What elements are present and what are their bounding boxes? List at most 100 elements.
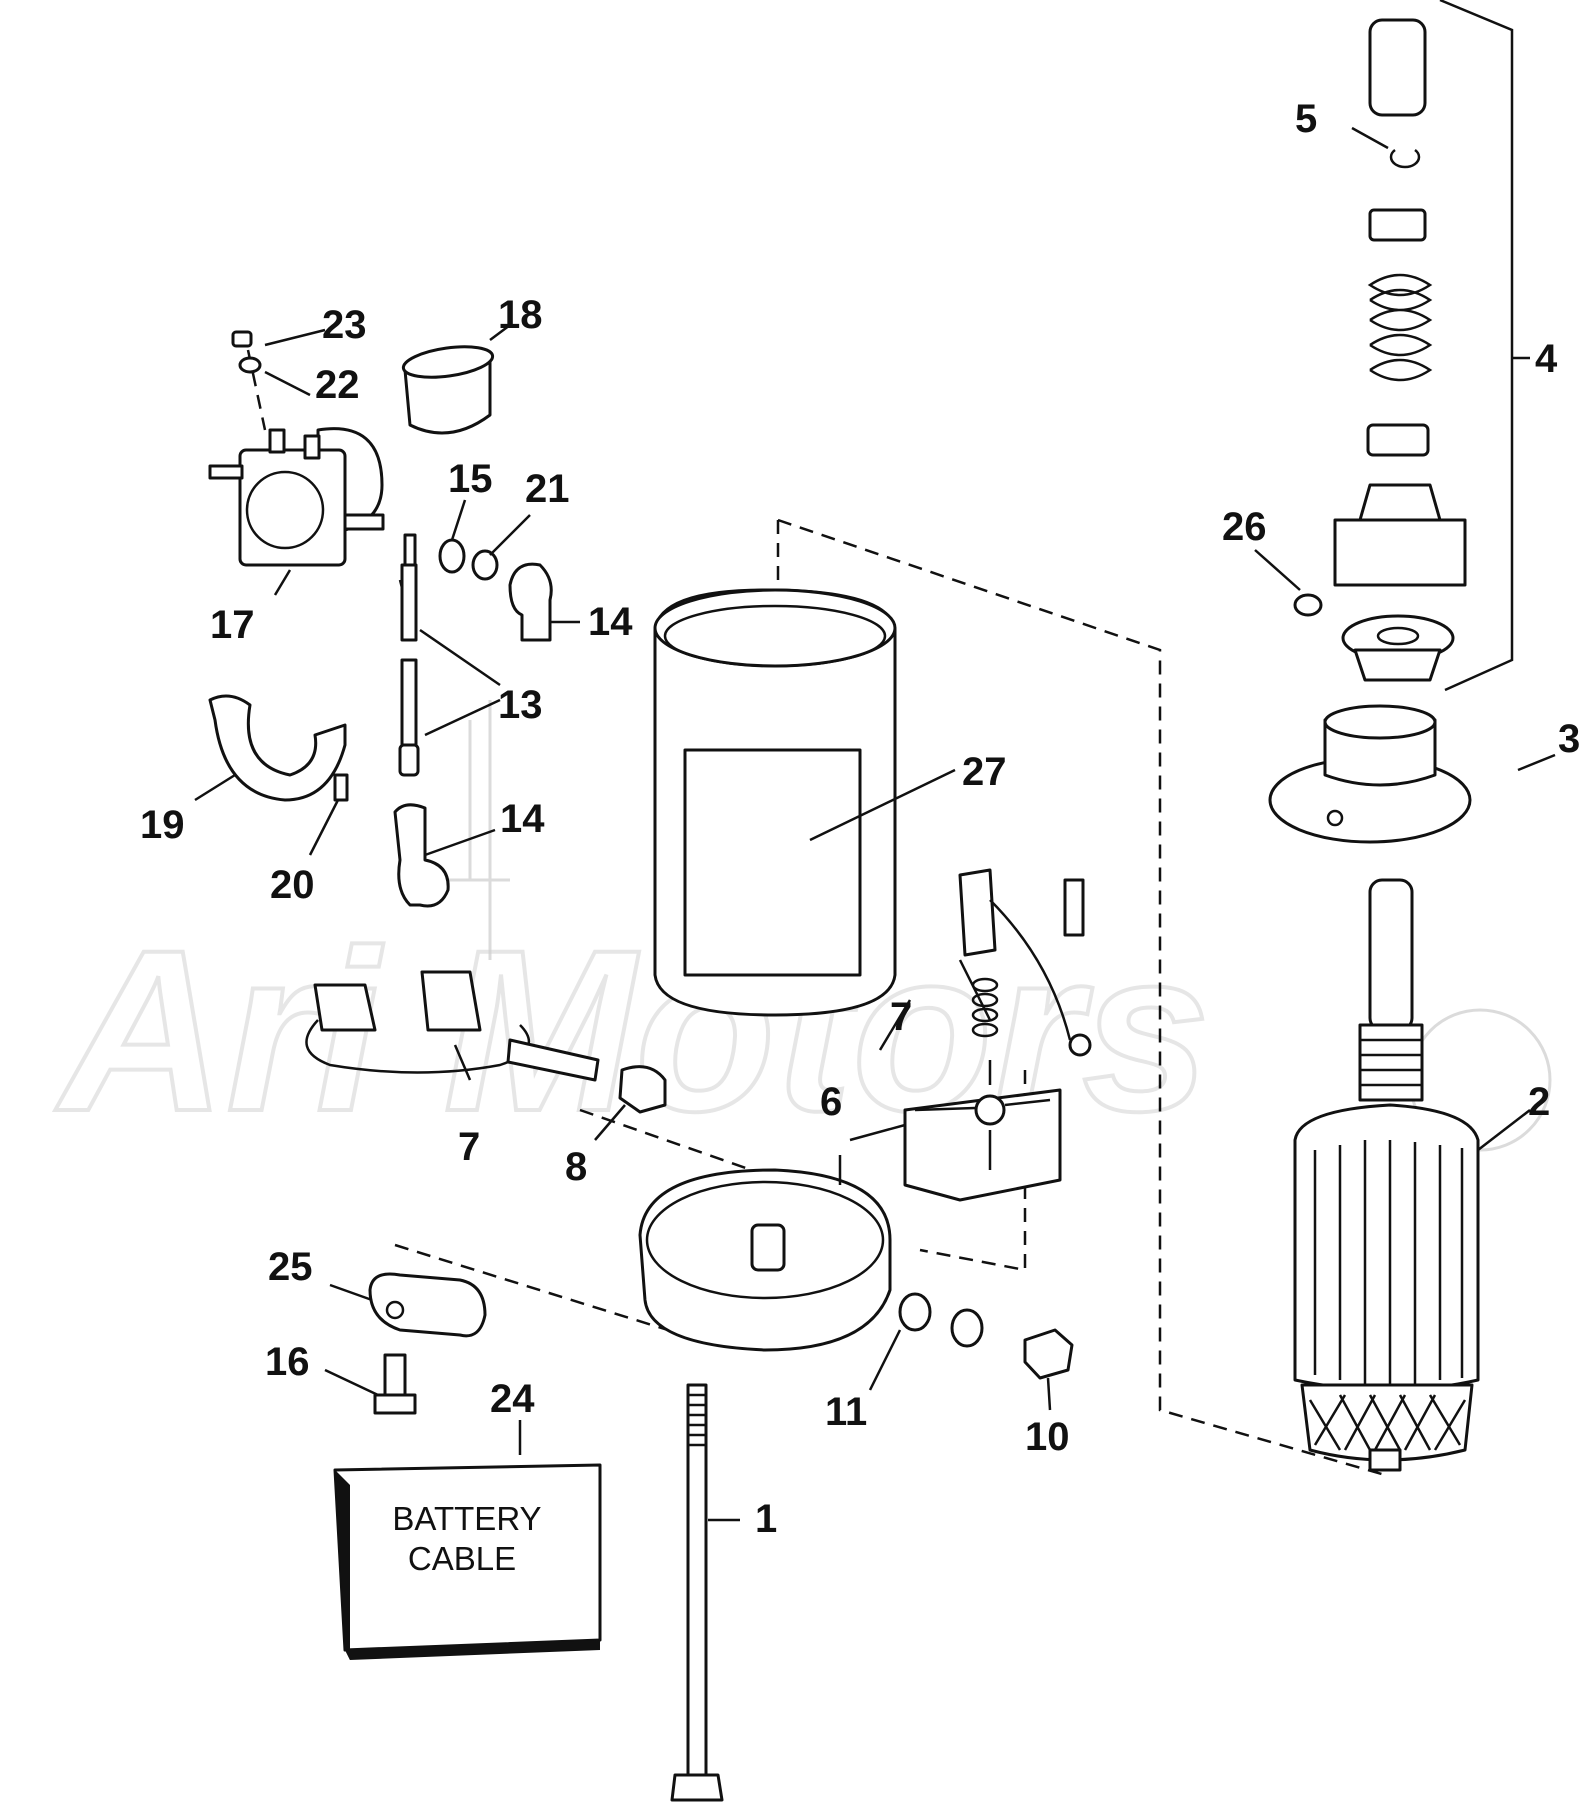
leader-22 (264, 370, 311, 397)
leader-23 (264, 328, 326, 347)
leader-7-right (878, 999, 912, 1051)
part-6-brush-holder (903, 1060, 1062, 1202)
leader-13-b (424, 698, 501, 737)
battery-cable-line-2: CABLE (408, 1540, 516, 1577)
leader-16 (324, 1368, 379, 1397)
leader-7-left (453, 1044, 472, 1081)
callout-27: 27 (962, 750, 1007, 794)
leader-20 (308, 799, 340, 856)
part-22-lockwasher (238, 356, 262, 374)
part-25-hole (385, 1300, 405, 1320)
callout-14-lower: 14 (500, 797, 545, 841)
solenoid-body (238, 448, 347, 567)
leader-25 (329, 1283, 373, 1302)
commutator-end-frame (638, 1168, 892, 1352)
leader-19 (194, 773, 236, 802)
part-16-screw-head (373, 1393, 417, 1415)
brush-spring-4 (971, 1022, 999, 1038)
part-18-boot (401, 345, 495, 435)
boot-top (401, 345, 495, 379)
solenoid-terminal-left (208, 464, 244, 480)
watermark-tower-icon (440, 700, 510, 960)
drive-washer-hole (1376, 626, 1420, 646)
part-11-washer-a (898, 1292, 932, 1332)
part-26-nut (1293, 593, 1323, 617)
callout-1: 1 (755, 1497, 777, 1541)
armature-commutator-windings (1308, 1394, 1467, 1451)
callout-11: 11 (825, 1390, 867, 1434)
leader-6 (849, 1123, 906, 1142)
brush-spring-2 (971, 992, 999, 1008)
end-frame-boss (750, 1223, 786, 1272)
callout-21: 21 (525, 467, 570, 511)
part-21-nut (471, 549, 499, 581)
part-27-frame (653, 588, 897, 1017)
part-7-brush-lead (305, 970, 600, 1082)
armature-shaft (1368, 878, 1414, 1032)
part-1-through-bolt (670, 1383, 724, 1802)
brush-right-terminal (1068, 1033, 1092, 1057)
solenoid-cover (245, 470, 325, 550)
end-cap-bore (1323, 704, 1437, 740)
part-13-cable (398, 533, 420, 777)
dashed-assembly-line-clamp (394, 1243, 701, 1342)
leader-2 (1477, 1109, 1531, 1151)
leader-15 (450, 499, 467, 541)
drive-pinion-body (1333, 518, 1467, 587)
brush-holder-slots (914, 1060, 1051, 1170)
cable-ring-top (403, 533, 417, 567)
part-10-nut (1023, 1328, 1074, 1380)
callout-6: 6 (820, 1080, 842, 1124)
part-20-screw (333, 773, 349, 802)
leader-11 (868, 1329, 902, 1391)
callout-2: 2 (1528, 1080, 1550, 1124)
part-23-nut (231, 330, 253, 348)
armature-laminations (1313, 1140, 1464, 1385)
part-2-armature (1293, 878, 1480, 1472)
frame-label-plate (683, 748, 862, 977)
leader-13-a (419, 628, 501, 687)
callout-5: 5 (1295, 97, 1317, 141)
leader-21 (489, 514, 531, 556)
brush-holder-plate (903, 1088, 1062, 1202)
callout-18: 18 (498, 293, 543, 337)
callout-15: 15 (448, 457, 493, 501)
cable-lower (400, 658, 418, 747)
part-8-insulator (618, 1065, 667, 1114)
callout-3: 3 (1558, 717, 1580, 761)
leader-10 (1046, 1377, 1052, 1411)
leader-5 (1351, 126, 1389, 150)
solenoid-stud-b (303, 434, 321, 460)
callout-23: 23 (322, 303, 367, 347)
part-16-screw-shank (383, 1353, 407, 1397)
leader-3 (1517, 753, 1556, 772)
cable-ring-bottom (398, 743, 420, 777)
brush-right (958, 868, 997, 957)
leader-lines (194, 126, 1556, 1522)
end-cap-hole (1326, 809, 1344, 827)
part-25-clamp (368, 1272, 487, 1338)
leader-7-right-b (958, 959, 992, 1021)
leader-14-lower (424, 828, 496, 857)
armature-helix (1358, 1023, 1424, 1102)
callout-10: 10 (1025, 1415, 1070, 1459)
brush-right-screw (1063, 878, 1085, 937)
drive-cap (1368, 18, 1427, 117)
battery-cable-box-bottom (345, 1640, 600, 1660)
drive-collar (1368, 208, 1427, 242)
leader-17 (273, 569, 292, 596)
callout-4: 4 (1535, 337, 1558, 381)
solenoid-terminal-right (343, 513, 385, 531)
callout-7-left: 7 (458, 1125, 480, 1169)
part-14-boot-upper (508, 562, 553, 642)
part-11-washer-b (950, 1308, 984, 1348)
cable-upper (400, 563, 418, 642)
part-24-battery-cable-box: BATTERY CABLE (333, 1463, 602, 1660)
callout-13: 13 (498, 683, 543, 727)
through-bolt-threads (688, 1393, 706, 1447)
callout-26: 26 (1222, 505, 1267, 549)
leader-26 (1254, 549, 1301, 591)
part-4-drive-assembly (1333, 0, 1514, 692)
